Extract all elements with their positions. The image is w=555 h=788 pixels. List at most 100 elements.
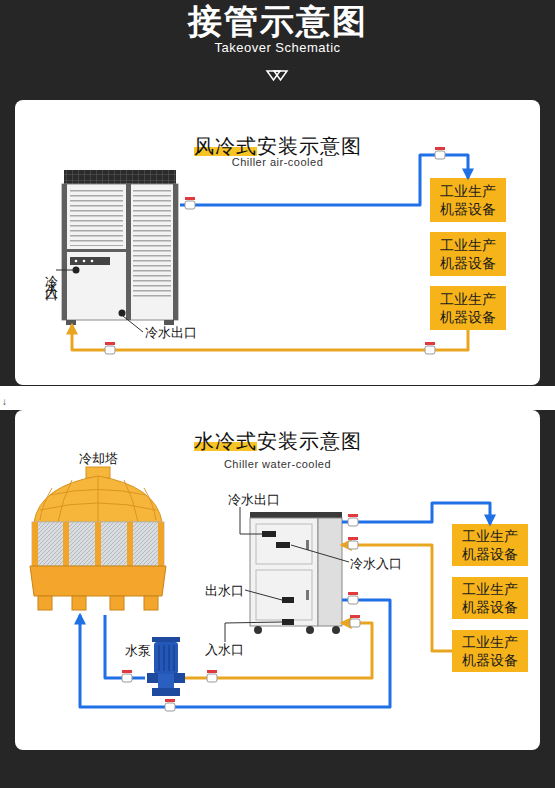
valve-body (348, 596, 358, 604)
valve (425, 342, 435, 354)
tower-foot (38, 596, 52, 610)
pipe-stub (185, 677, 190, 680)
equipment-box: 工业生产 机器设备 (430, 286, 506, 330)
equipment-box: 工业生产 机器设备 (452, 577, 528, 619)
install-panel: 水冷式安装示意图Chiller water-cooled冷却塔冷水出口冷水入口出… (15, 410, 540, 750)
pipe-group (72, 155, 490, 707)
node-text: 水泵 (125, 643, 151, 658)
valve-body (425, 346, 435, 354)
valve-handle (425, 342, 435, 345)
valve-handle (350, 615, 360, 618)
valve-handle (185, 197, 195, 200)
cooling-tower (30, 467, 166, 610)
node-text: 冷水入口 (42, 265, 60, 285)
cabinet-top (250, 512, 342, 518)
water-pipe (72, 325, 468, 350)
valve-body (122, 674, 132, 682)
leader-line (56, 270, 74, 271)
door-panel (256, 524, 312, 564)
valve-body (185, 201, 195, 209)
water-pipe (342, 545, 452, 651)
water-pump (147, 637, 190, 696)
tower-post (32, 522, 38, 566)
motor-fins (159, 645, 174, 671)
valve (122, 670, 132, 682)
pipe-port (119, 310, 126, 317)
white-band (0, 386, 555, 410)
node-text: 冷却塔 (79, 451, 118, 466)
motor (154, 642, 178, 674)
pipe-fitting (282, 619, 294, 625)
node-text: 工业生产 机器设备 (436, 182, 500, 218)
valve (207, 670, 217, 682)
install-panel: 风冷式安装示意图Chiller air-cooled冷水入口冷水出口工业生产 机… (15, 100, 540, 385)
tower-basin (30, 566, 166, 596)
valve-body (207, 674, 217, 682)
wheel (254, 626, 262, 634)
tower-dome (34, 476, 162, 522)
foot (66, 320, 76, 325)
node-text: 冷水出口 (228, 492, 280, 507)
equipment-box: 工业生产 机器设备 (430, 178, 506, 222)
valve-handle (165, 699, 175, 702)
valve-body (348, 518, 358, 526)
water-pipe (105, 615, 145, 678)
equipment-box: 工业生产 机器设备 (452, 524, 528, 566)
tower-cap (86, 467, 110, 478)
water-cooled-chiller (250, 512, 342, 634)
page-title: 接管示意图 (0, 1, 555, 41)
valve (348, 514, 358, 526)
tower-foot (110, 596, 124, 610)
handle (306, 590, 309, 600)
indicator (91, 260, 94, 263)
valve-handle (348, 514, 358, 517)
valve (185, 197, 195, 209)
valve-body (348, 541, 358, 549)
tower-post (127, 522, 133, 566)
node-text: 入水口 (205, 642, 244, 657)
tower-post (158, 522, 164, 566)
frame-post (62, 184, 67, 320)
valve (105, 342, 115, 354)
flange (174, 673, 185, 683)
cooling-tower: 冷却塔 (28, 455, 168, 615)
frame-post (126, 184, 131, 320)
louver (70, 190, 123, 246)
valve-body (435, 151, 445, 159)
valve-handle (348, 537, 358, 540)
node-text: 工业生产 机器设备 (458, 527, 522, 563)
valve (348, 592, 358, 604)
pump-base (152, 688, 180, 696)
water-pipe (80, 600, 390, 707)
node-text: 工业生产 机器设备 (436, 290, 500, 326)
leader-line (225, 622, 282, 642)
valve-group (105, 147, 445, 711)
pipe-fitting (276, 542, 290, 548)
node-text: 冷水入口 (350, 556, 402, 571)
tower-foot (144, 596, 158, 610)
tower-foot (72, 596, 86, 610)
tower-louver (32, 522, 164, 566)
stray-mark: ↓ (2, 396, 7, 407)
leader-line (245, 590, 282, 600)
down-triangle (274, 71, 287, 80)
air-cooled-chiller (62, 170, 178, 325)
valve-handle (105, 342, 115, 345)
valve-handle (207, 670, 217, 673)
chiller-unit: 冷水入口冷水出口 (62, 175, 180, 325)
valve-body (165, 703, 175, 711)
door-panel (256, 570, 312, 620)
indicator (83, 260, 86, 263)
valve-handle (435, 147, 445, 150)
node-text: 冷水出口 (145, 325, 197, 340)
node-text: Chiller air-cooled (232, 156, 324, 168)
wheel (332, 626, 340, 634)
pump-housing (158, 674, 174, 688)
cabinet (62, 184, 178, 320)
cabinet-side (318, 518, 342, 626)
flange (147, 673, 158, 683)
wheel (306, 626, 314, 634)
